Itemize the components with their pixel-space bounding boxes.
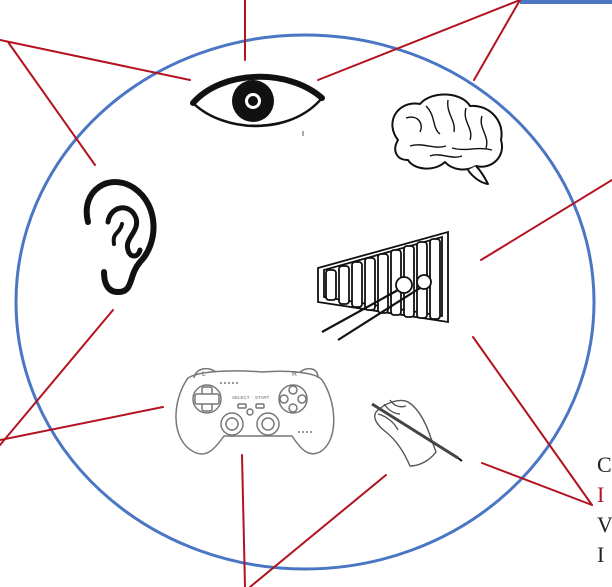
gamepad-icon: L R SELECT START	[176, 369, 334, 454]
ear-icon	[87, 182, 154, 292]
edge-text-line1: C	[597, 452, 612, 478]
connector-line	[0, 40, 190, 80]
writing-hand-icon	[372, 400, 462, 466]
connector-line	[474, 0, 520, 80]
top-right-bar	[520, 0, 612, 4]
gamepad-select-label: SELECT	[232, 395, 250, 400]
senses-circle	[16, 35, 594, 569]
connector-line	[481, 180, 612, 260]
gamepad-start-label: START	[255, 395, 270, 400]
connector-line	[242, 455, 245, 587]
gamepad-shoulder-left: L	[202, 371, 206, 378]
edge-text-line4: I	[597, 542, 604, 568]
gamepad-shoulder-right: R	[292, 371, 297, 378]
connector-line	[473, 337, 592, 505]
connector-line	[0, 407, 163, 440]
eye-icon	[193, 77, 322, 136]
edge-text-line3: V	[597, 512, 612, 538]
brain-icon	[392, 94, 502, 184]
connector-line	[318, 0, 520, 80]
connector-line	[8, 42, 95, 165]
edge-text-line2: I	[597, 482, 604, 508]
xylophone-icon	[318, 232, 448, 340]
